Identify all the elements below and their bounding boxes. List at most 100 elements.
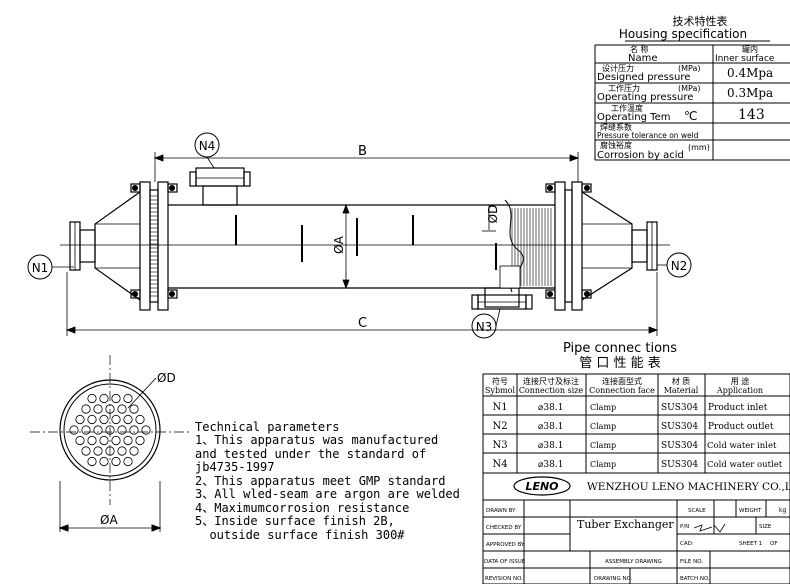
pipe-title-en: Pipe connec tions bbox=[563, 341, 677, 356]
tech-line-3: jb4735-1997 bbox=[195, 460, 274, 474]
drawn-by-label: DRAWN BY bbox=[486, 508, 516, 514]
tech-line-4: 2、This apparatus meet GMP standard bbox=[195, 474, 445, 488]
pipe-header-0-en: Sybmol bbox=[485, 386, 516, 395]
housing-row4-cn: 焊缝系数 bbox=[600, 122, 632, 132]
tube-hole bbox=[75, 435, 85, 446]
pipe-cell-mat: SUS304 bbox=[661, 422, 698, 432]
pipe-cell-sym: N2 bbox=[492, 421, 507, 432]
tube-hole bbox=[99, 456, 109, 467]
tube-hole bbox=[135, 435, 145, 446]
pipe-cell-face: Clamp bbox=[590, 441, 616, 450]
housing-row4-en: Pressure tolerance on weld bbox=[597, 131, 699, 140]
tube-sheet-view bbox=[30, 355, 190, 532]
housing-row1-value: 0.4Mpa bbox=[727, 66, 773, 80]
housing-spec-table bbox=[594, 44, 790, 161]
title-block bbox=[482, 472, 790, 584]
tube-hole bbox=[123, 393, 133, 404]
assembly-drawing-label: ASSEMBLY DRAWING bbox=[605, 559, 662, 565]
pipe-header-2-cn: 连接面型式 bbox=[602, 376, 642, 386]
cad-label: CAD: bbox=[680, 541, 694, 547]
drawing-no-label: DRAWING NO. bbox=[594, 576, 633, 582]
n1-label: N1 bbox=[32, 261, 49, 275]
pn-signature-mark bbox=[693, 523, 726, 533]
callout-n1: N1 bbox=[27, 254, 74, 280]
housing-row5-cn: 腐蚀裕度 bbox=[600, 140, 632, 150]
housing-row0-value-cn: 罐内 bbox=[742, 44, 758, 54]
pipe-header-3-en: Material bbox=[664, 386, 699, 395]
pipe-cell-face: Clamp bbox=[590, 403, 616, 412]
exchanger-elevation bbox=[60, 167, 670, 311]
housing-row2-value: 0.3Mpa bbox=[727, 86, 773, 100]
tube-hole bbox=[99, 414, 109, 425]
checked-by-label: CHECKED BY bbox=[486, 525, 522, 531]
tube-hole bbox=[123, 414, 133, 425]
pipe-header-2-en: Connection face bbox=[589, 386, 655, 395]
cutaway-patch bbox=[499, 265, 521, 289]
tube-hole bbox=[93, 446, 103, 456]
tube-hole bbox=[75, 414, 85, 425]
tube-hole bbox=[105, 446, 115, 456]
revision-no-label: REVISION NO. bbox=[485, 576, 523, 582]
dimension-B bbox=[153, 152, 580, 182]
housing-title-en: Housing specification bbox=[619, 27, 747, 41]
pipe-cell-mat: SUS304 bbox=[661, 403, 698, 413]
pipe-cell-mat: SUS304 bbox=[661, 460, 698, 470]
pipe-row-n4: N4 ⌀38.1 Clamp SUS304 Cold water outlet bbox=[492, 459, 782, 470]
callout-n3: N3 bbox=[471, 308, 501, 339]
tube-hole bbox=[81, 404, 91, 414]
housing-row2-unit: (MPa) bbox=[678, 84, 701, 93]
pipe-header-4-cn: 用 途 bbox=[731, 376, 750, 386]
tube-hole bbox=[105, 404, 115, 414]
tube-hole bbox=[123, 435, 133, 446]
tube-hole bbox=[87, 435, 97, 446]
tech-line-1: 1、This apparatus was manufactured bbox=[195, 433, 438, 447]
housing-row2-en: Operating pressure bbox=[597, 92, 693, 103]
tech-line-7: 5、Inside surface finish 2B, bbox=[195, 514, 395, 528]
pipe-header-3-cn: 材 质 bbox=[672, 376, 691, 386]
pipe-row-n1: N1 ⌀38.1 Clamp SUS304 Product inlet bbox=[492, 402, 767, 413]
callout-n4: N4 bbox=[194, 132, 220, 169]
housing-row1-unit: (MPa) bbox=[678, 64, 701, 73]
tube-hole bbox=[87, 393, 97, 404]
tube-hole bbox=[81, 425, 91, 435]
size-label: SIZE bbox=[759, 524, 772, 530]
pipe-cell-size: ⌀38.1 bbox=[538, 403, 563, 413]
pipe-header-4-en: Application bbox=[716, 386, 763, 395]
housing-row1-cn: 设计压力 bbox=[602, 63, 634, 73]
company-name: WENZHOU LENO MACHINERY CO.,LTD bbox=[587, 481, 790, 493]
weight-label: WEIGHT bbox=[739, 508, 762, 514]
weight-unit: kg bbox=[779, 507, 786, 514]
pipe-cell-size: ⌀38.1 bbox=[538, 460, 563, 470]
date-of-issue-label: DATA OF ISSUE bbox=[484, 559, 526, 565]
housing-row1-en: Designed pressure bbox=[597, 72, 690, 83]
pipe-cell-app: Cold water outlet bbox=[707, 460, 783, 470]
tech-line-8: outside surface finish 300# bbox=[195, 528, 405, 542]
tube-hole bbox=[135, 414, 145, 425]
tube-hole bbox=[117, 404, 127, 414]
tube-hole bbox=[111, 393, 121, 404]
pipe-cell-face: Clamp bbox=[590, 422, 616, 431]
pipe-cell-sym: N4 bbox=[492, 459, 507, 470]
pipe-cell-app: Product outlet bbox=[708, 422, 774, 432]
pipe-cell-size: ⌀38.1 bbox=[538, 441, 563, 451]
tube-hole bbox=[99, 393, 109, 404]
housing-row3-en: Operating Tem bbox=[597, 112, 670, 123]
approved-by-label: APPROVED BY bbox=[486, 542, 525, 548]
pipe-cell-mat: SUS304 bbox=[661, 441, 698, 451]
tube-hole bbox=[111, 456, 121, 467]
tech-line-2: and tested under the standard of bbox=[195, 447, 426, 461]
pipe-header-1-en: Connection size bbox=[519, 386, 584, 395]
logo-text: LENO bbox=[525, 480, 558, 493]
pipe-cell-sym: N1 bbox=[492, 402, 507, 413]
pipe-cell-sym: N3 bbox=[492, 440, 507, 451]
housing-row0-value: Inner surface bbox=[715, 54, 775, 64]
pipe-cell-app: Cold water inlet bbox=[707, 441, 777, 451]
batch-no-label: BATCH NO. bbox=[680, 576, 710, 582]
tube-hole bbox=[99, 435, 109, 446]
callout-n2: N2 bbox=[657, 252, 692, 278]
tube-hole bbox=[81, 446, 91, 456]
pipe-table bbox=[482, 373, 790, 474]
tube-hole bbox=[93, 425, 103, 435]
pipe-cell-face: Clamp bbox=[590, 460, 616, 469]
